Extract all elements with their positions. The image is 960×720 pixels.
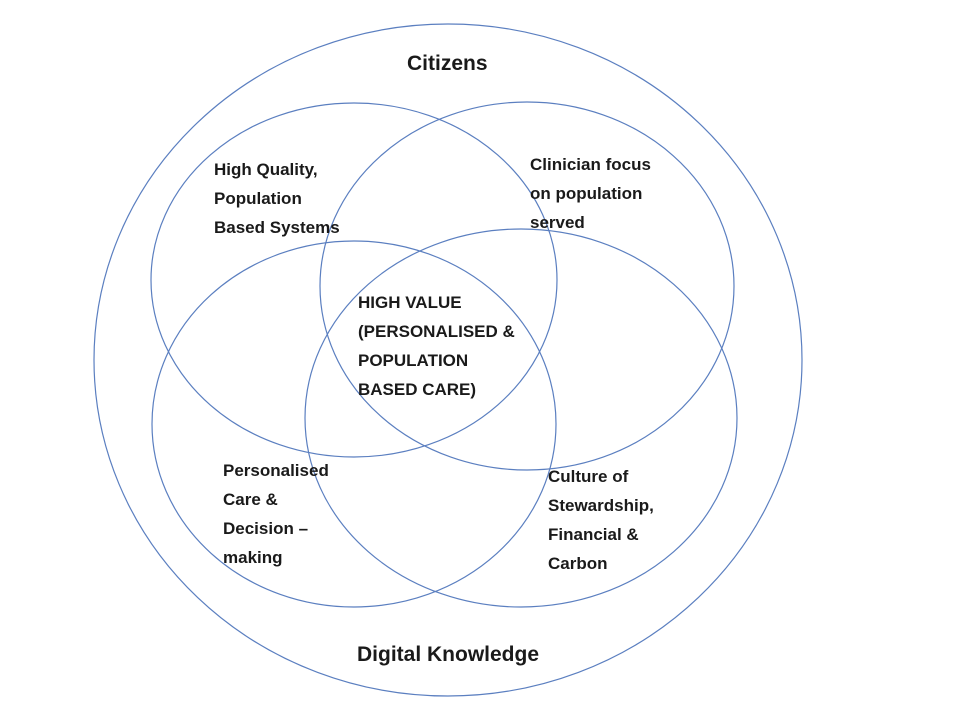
- label-line: HIGH VALUE: [358, 293, 462, 312]
- label-line: Financial &: [548, 525, 639, 544]
- label-line: on population: [530, 184, 643, 203]
- label-line: Stewardship,: [548, 496, 654, 515]
- label-line: POPULATION: [358, 351, 469, 370]
- circle-bottom-left: [151, 240, 557, 608]
- label-line: Population: [214, 189, 302, 208]
- citizens-label: Citizens: [407, 52, 488, 75]
- label-line: making: [223, 548, 283, 567]
- label-line: served: [530, 213, 585, 232]
- label-line: Clinician focus: [530, 155, 651, 174]
- label-line: (PERSONALISED &: [358, 322, 515, 341]
- circle-top-left: [150, 102, 558, 458]
- label-line: Personalised: [223, 461, 329, 480]
- digital-knowledge-label: Digital Knowledge: [357, 643, 540, 666]
- circle-top-right: [319, 101, 735, 471]
- label-line: Based Systems: [214, 218, 340, 237]
- label-line: High Quality,: [214, 160, 318, 179]
- label-high-quality-systems: High Quality, Population Based Systems: [214, 155, 340, 242]
- label-high-value-center: HIGH VALUE (PERSONALISED & POPULATION BA…: [358, 288, 515, 404]
- label-line: Care &: [223, 490, 278, 509]
- label-personalised-care: Personalised Care & Decision – making: [223, 456, 329, 572]
- label-line: Carbon: [548, 554, 608, 573]
- label-line: Culture of: [548, 467, 629, 486]
- label-clinician-focus: Clinician focus on population served: [530, 150, 651, 237]
- label-culture-of-stewardship: Culture of Stewardship, Financial & Carb…: [548, 462, 654, 578]
- label-line: Decision –: [223, 519, 309, 538]
- circle-bottom-right: [304, 228, 738, 608]
- label-line: BASED CARE): [358, 380, 477, 399]
- outer-circle: [93, 23, 803, 697]
